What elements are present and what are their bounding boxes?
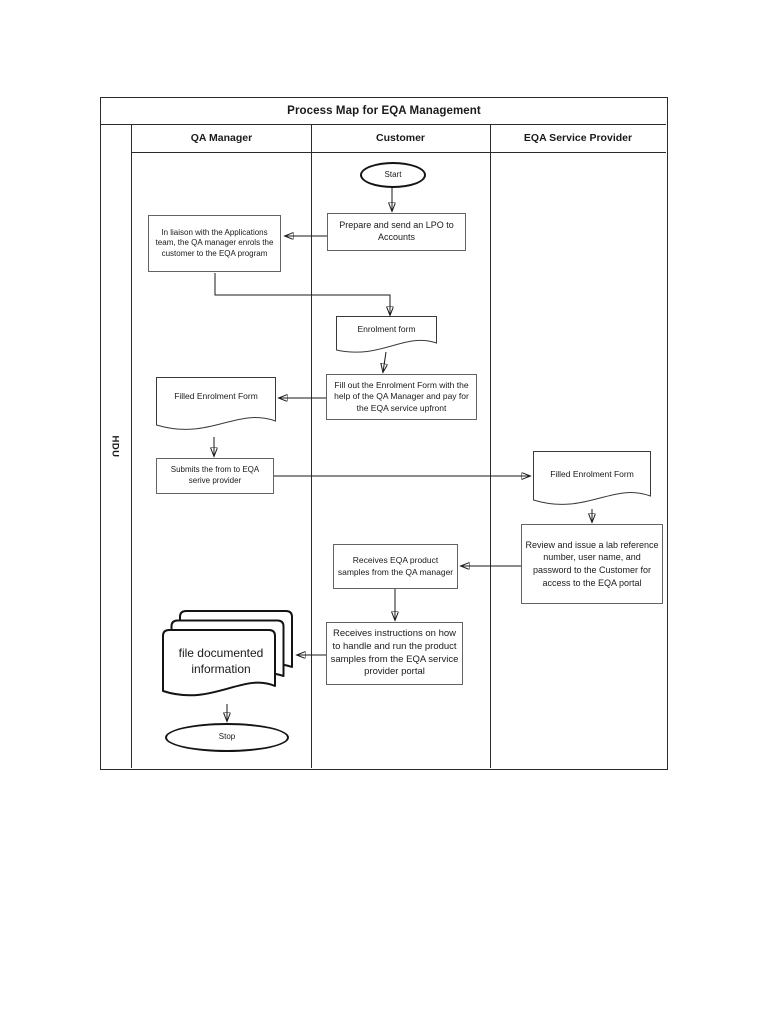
lane-header-eqa-service-provider: EQA Service Provider	[523, 132, 633, 144]
hdu-band-divider	[131, 124, 132, 768]
prepare-lpo-label: Prepare and send an LPO to Accounts	[339, 220, 454, 242]
process-map-frame	[100, 97, 668, 770]
fill-form-label: Fill out the Enrolment Form with the hel…	[334, 380, 469, 413]
node-file-information-multidocument: file documented information	[162, 610, 294, 707]
start-label: Start	[384, 169, 402, 179]
submit-form-label: Submits the from to EQA serive provider	[170, 465, 260, 485]
node-enrolment-form-document: Enrolment form	[336, 316, 437, 356]
receive-instructions-label: Receives instructions on how to handle a…	[330, 628, 459, 678]
document-shape-icon	[156, 377, 276, 430]
header-divider	[132, 152, 666, 153]
document-shape-icon	[533, 451, 651, 505]
node-stop-terminator: Stop	[165, 723, 289, 752]
file-information-label: file documented information	[178, 646, 264, 676]
node-enrol-customer: In liaison with the Applications team, t…	[148, 215, 281, 272]
title-divider	[101, 124, 666, 125]
lane-divider-customer-eqa	[490, 124, 491, 768]
receive-samples-label: Receives EQA product samples from the QA…	[337, 555, 454, 577]
node-start-terminator: Start	[360, 162, 426, 188]
node-submit-form: Submits the from to EQA serive provider	[156, 458, 274, 494]
lane-header-customer: Customer	[375, 132, 425, 144]
document-shape-icon	[336, 316, 437, 353]
stop-label: Stop	[218, 732, 236, 742]
node-receive-instructions: Receives instructions on how to handle a…	[326, 622, 463, 685]
node-filled-form-qa-document: Filled Enrolment Form	[156, 377, 276, 435]
node-prepare-lpo: Prepare and send an LPO to Accounts	[327, 213, 466, 251]
filled-form-eqa-label: Filled Enrolment Form	[550, 468, 634, 479]
lane-divider-qa-customer	[311, 124, 312, 768]
node-review-issue: Review and issue a lab reference number,…	[521, 524, 663, 604]
enrol-customer-label: In liaison with the Applications team, t…	[155, 227, 274, 258]
row-label-hdu: HDU	[100, 124, 131, 769]
lane-header-qa-manager: QA Manager	[190, 132, 253, 144]
filled-form-qa-label: Filled Enrolment Form	[174, 391, 258, 402]
diagram-title: Process Map for EQA Management	[287, 105, 481, 117]
enrolment-form-label: Enrolment form	[357, 324, 416, 335]
node-filled-form-eqa-document: Filled Enrolment Form	[533, 451, 651, 510]
node-fill-form: Fill out the Enrolment Form with the hel…	[326, 374, 477, 420]
node-receive-samples: Receives EQA product samples from the QA…	[333, 544, 458, 589]
review-issue-label: Review and issue a lab reference number,…	[525, 539, 659, 588]
multi-document-shape-icon	[162, 610, 293, 697]
hdu-label: HDU	[110, 435, 121, 458]
